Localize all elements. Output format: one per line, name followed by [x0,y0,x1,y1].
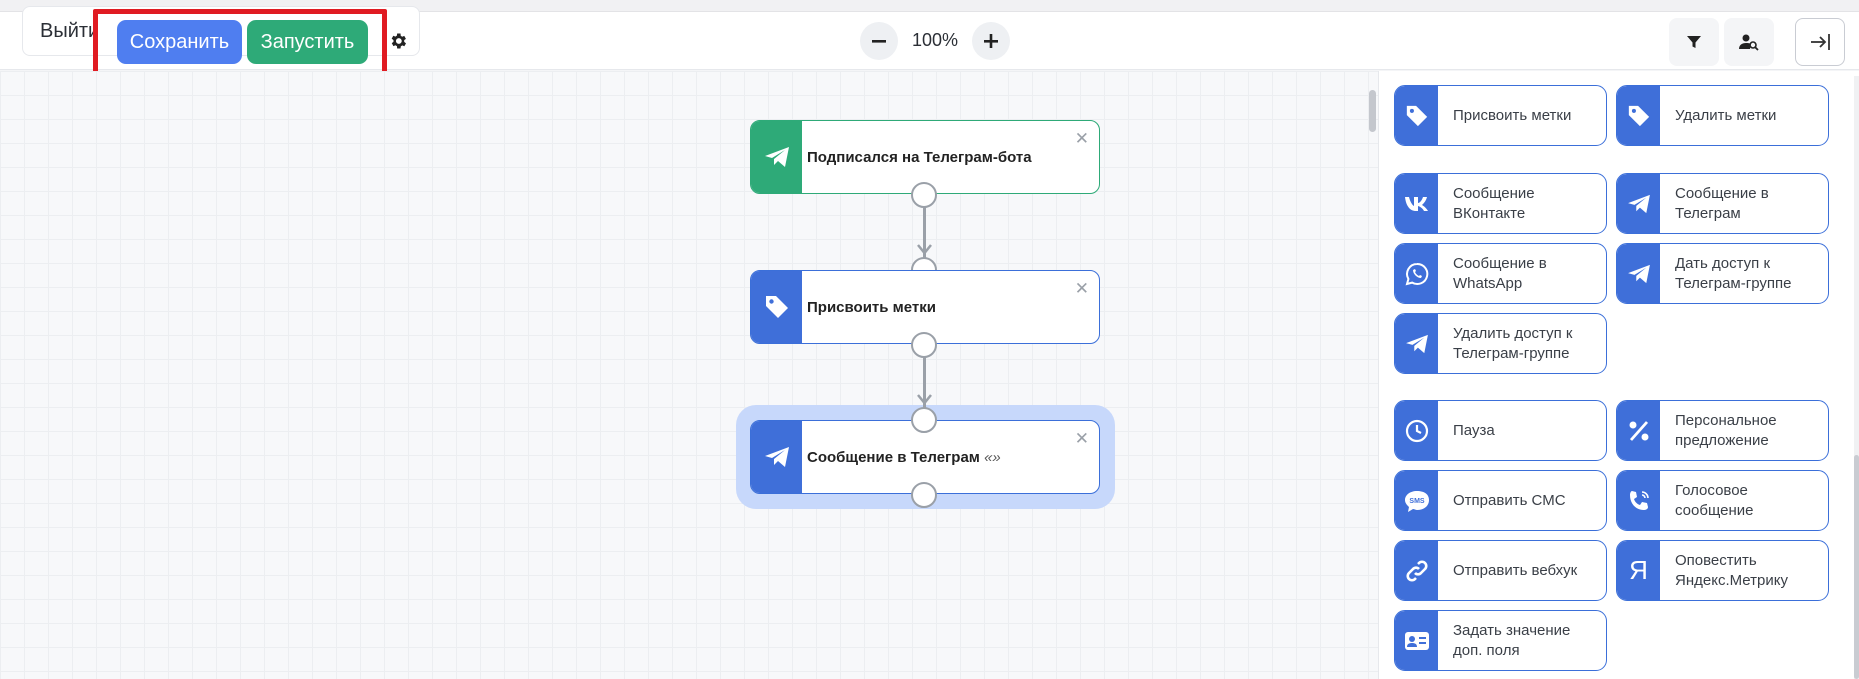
card-label: Сообщение в WhatsApp [1453,255,1547,292]
tag-icon [751,271,802,343]
action-card-grant-telegram-group[interactable]: Дать доступ к Телеграм-группе [1616,243,1829,304]
flow-node-trigger[interactable]: Подписался на Телеграм-бота ✕ [750,120,1100,194]
svg-text:SMS: SMS [1409,498,1425,505]
action-card-personal-offer[interactable]: Персональное предложение [1616,400,1829,461]
whatsapp-icon [1395,244,1438,303]
save-button[interactable]: Сохранить [117,20,242,64]
close-icon[interactable]: ✕ [1074,279,1089,298]
user-search-button[interactable] [1724,18,1774,66]
action-card-vk-message[interactable]: Сообщение ВКонтакте [1394,173,1607,234]
zoom-out-button[interactable] [860,22,898,60]
flow-canvas[interactable] [0,71,1378,679]
card-label: Дать доступ к Телеграм-группе [1675,255,1792,292]
arrow-to-right-icon [1811,34,1830,50]
arrow-down-icon [917,244,932,255]
card-label: Отправить СМС [1453,491,1566,509]
telegram-icon [751,421,802,493]
percent-icon [1617,401,1660,460]
node-title: Присвоить метки [807,299,936,316]
panel-scrollbar[interactable] [1854,455,1859,679]
action-card-voice-message[interactable]: Голосовое сообщение [1616,470,1829,531]
action-card-pause[interactable]: Пауза [1394,400,1607,461]
action-card-assign-tags[interactable]: Присвоить метки [1394,85,1607,146]
yandex-icon: Я [1617,541,1660,600]
collapse-panel-button[interactable] [1795,18,1845,66]
card-label: Голосовое сообщение [1675,482,1754,519]
telegram-icon [1617,174,1660,233]
telegram-icon [751,121,802,193]
zoom-in-button[interactable] [972,22,1010,60]
telegram-icon [1617,244,1660,303]
minus-icon [872,40,886,43]
run-button[interactable]: Запустить [247,20,368,64]
card-label: Отправить вебхук [1453,561,1578,579]
card-label: Задать значение доп. поля [1453,622,1571,659]
card-label: Сообщение в Телеграм [1675,185,1769,222]
canvas-scrollbar[interactable] [1369,90,1376,132]
telegram-icon [1395,314,1438,373]
node-output-port[interactable] [911,332,937,358]
action-card-yandex-metrica[interactable]: Я Оповестить Яндекс.Метрику [1616,540,1829,601]
panel-scrollbar-track [1854,76,1859,679]
sms-icon: SMS [1395,471,1438,530]
link-icon [1395,541,1438,600]
gear-icon[interactable] [388,31,408,51]
phone-icon [1617,471,1660,530]
zoom-level: 100% [911,30,959,50]
node-title: Подписался на Телеграм-бота [807,149,1032,166]
clock-icon [1395,401,1438,460]
card-label: Персональное предложение [1675,412,1777,449]
tag-icon [1395,86,1438,145]
exit-button[interactable]: Выйти [40,20,100,42]
close-icon[interactable]: ✕ [1074,429,1089,448]
action-card-whatsapp-message[interactable]: Сообщение в WhatsApp [1394,243,1607,304]
action-card-telegram-message[interactable]: Сообщение в Телеграм [1616,173,1829,234]
filter-icon [1687,36,1701,48]
action-card-send-webhook[interactable]: Отправить вебхук [1394,540,1607,601]
close-icon[interactable]: ✕ [1074,129,1089,148]
action-card-remove-tags[interactable]: Удалить метки [1616,85,1829,146]
node-title: Сообщение в Телеграм «» [807,449,1001,466]
node-subtitle: «» [984,449,1001,466]
action-card-send-sms[interactable]: SMS Отправить СМС [1394,470,1607,531]
card-label: Присвоить метки [1453,106,1572,124]
user-search-icon [1739,34,1759,51]
card-label: Пауза [1453,421,1495,439]
connector-line [923,357,926,409]
node-output-port[interactable] [911,182,937,208]
card-label: Удалить доступ к Телеграм-группе [1453,325,1573,362]
card-label: Удалить метки [1675,106,1777,124]
vk-icon [1395,174,1438,233]
id-card-icon [1395,611,1438,670]
action-card-revoke-telegram-group[interactable]: Удалить доступ к Телеграм-группе [1394,313,1607,374]
node-title-text: Сообщение в Телеграм [807,449,980,466]
card-label: Сообщение ВКонтакте [1453,185,1535,222]
flow-node-assign-tags[interactable]: Присвоить метки ✕ [750,270,1100,344]
connector-line [923,207,926,259]
browser-top-strip [0,0,1859,12]
card-label: Оповестить Яндекс.Метрику [1675,552,1788,589]
arrow-down-icon [917,394,932,405]
action-card-set-custom-field[interactable]: Задать значение доп. поля [1394,610,1607,671]
filter-button[interactable] [1669,18,1719,66]
tag-icon [1617,86,1660,145]
node-input-port[interactable] [911,407,937,433]
node-output-port[interactable] [911,482,937,508]
plus-icon [984,34,998,48]
